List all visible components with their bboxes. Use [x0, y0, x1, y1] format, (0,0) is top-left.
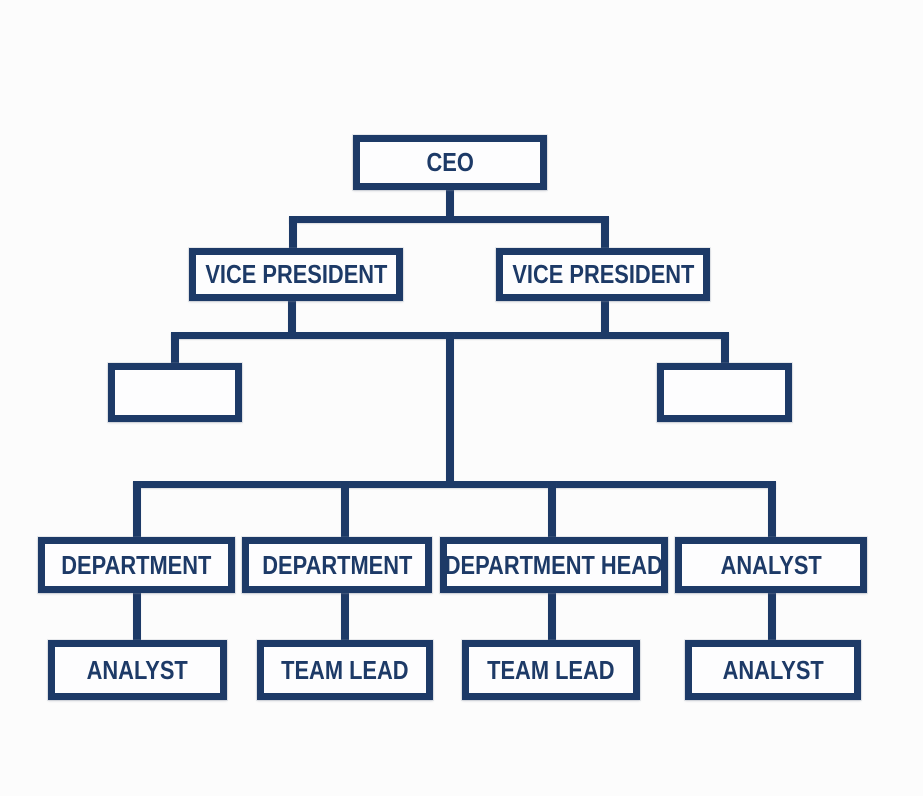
node-vice-president-right-label: VICE PRESIDENT — [511, 259, 695, 289]
connector-analyst-bottom-left-drop — [133, 591, 141, 642]
connector-unlabeled-right-drop — [721, 332, 729, 365]
node-analyst-mid: ANALYST — [675, 537, 867, 593]
node-team-lead-1: TEAM LEAD — [257, 640, 433, 700]
connector-team-lead-2-drop — [548, 591, 556, 642]
connector-vp-left-drop — [289, 216, 297, 250]
node-team-lead-2: TEAM LEAD — [462, 640, 640, 700]
node-vice-president-right: VICE PRESIDENT — [496, 248, 710, 301]
node-team-lead-1-label: TEAM LEAD — [281, 654, 409, 685]
connector-vp-bus — [289, 216, 609, 223]
node-analyst-bottom-right: ANALYST — [685, 640, 861, 700]
node-analyst-mid-label: ANALYST — [720, 549, 822, 580]
connector-analyst-bottom-right-drop — [768, 591, 776, 642]
node-analyst-bottom-right-label: ANALYST — [722, 654, 824, 685]
connector-analyst-mid-drop — [768, 481, 776, 539]
node-ceo: CEO — [353, 135, 547, 190]
node-analyst-bottom-left-label: ANALYST — [86, 654, 189, 685]
connector-department-2-drop — [341, 481, 349, 539]
node-team-lead-2-label: TEAM LEAD — [487, 654, 615, 685]
node-unlabeled-right — [657, 363, 792, 422]
node-department-head: DEPARTMENT HEAD — [440, 537, 668, 593]
connector-team-lead-1-drop — [341, 591, 349, 642]
connector-department-1-drop — [133, 481, 141, 539]
connector-ceo-stub — [446, 188, 454, 220]
node-department-2-label: DEPARTMENT — [261, 549, 413, 580]
node-department-head-label: DEPARTMENT HEAD — [444, 549, 664, 580]
connector-department-bus — [133, 481, 776, 488]
node-department-2: DEPARTMENT — [242, 537, 432, 593]
node-vice-president-left-label: VICE PRESIDENT — [204, 259, 388, 289]
node-vice-president-left: VICE PRESIDENT — [189, 248, 403, 301]
node-department-1: DEPARTMENT — [38, 537, 235, 593]
connector-unlabeled-left-drop — [171, 332, 179, 365]
node-analyst-bottom-left: ANALYST — [48, 640, 227, 700]
node-unlabeled-left — [108, 363, 242, 422]
connector-department-head-drop — [548, 481, 556, 539]
connector-vp-right-drop — [601, 216, 609, 250]
node-ceo-label: CEO — [426, 147, 474, 177]
connector-vp-right-down — [601, 299, 609, 335]
node-department-1-label: DEPARTMENT — [61, 549, 212, 580]
connector-center-drop — [446, 332, 454, 485]
connector-vp-left-down — [288, 299, 296, 335]
